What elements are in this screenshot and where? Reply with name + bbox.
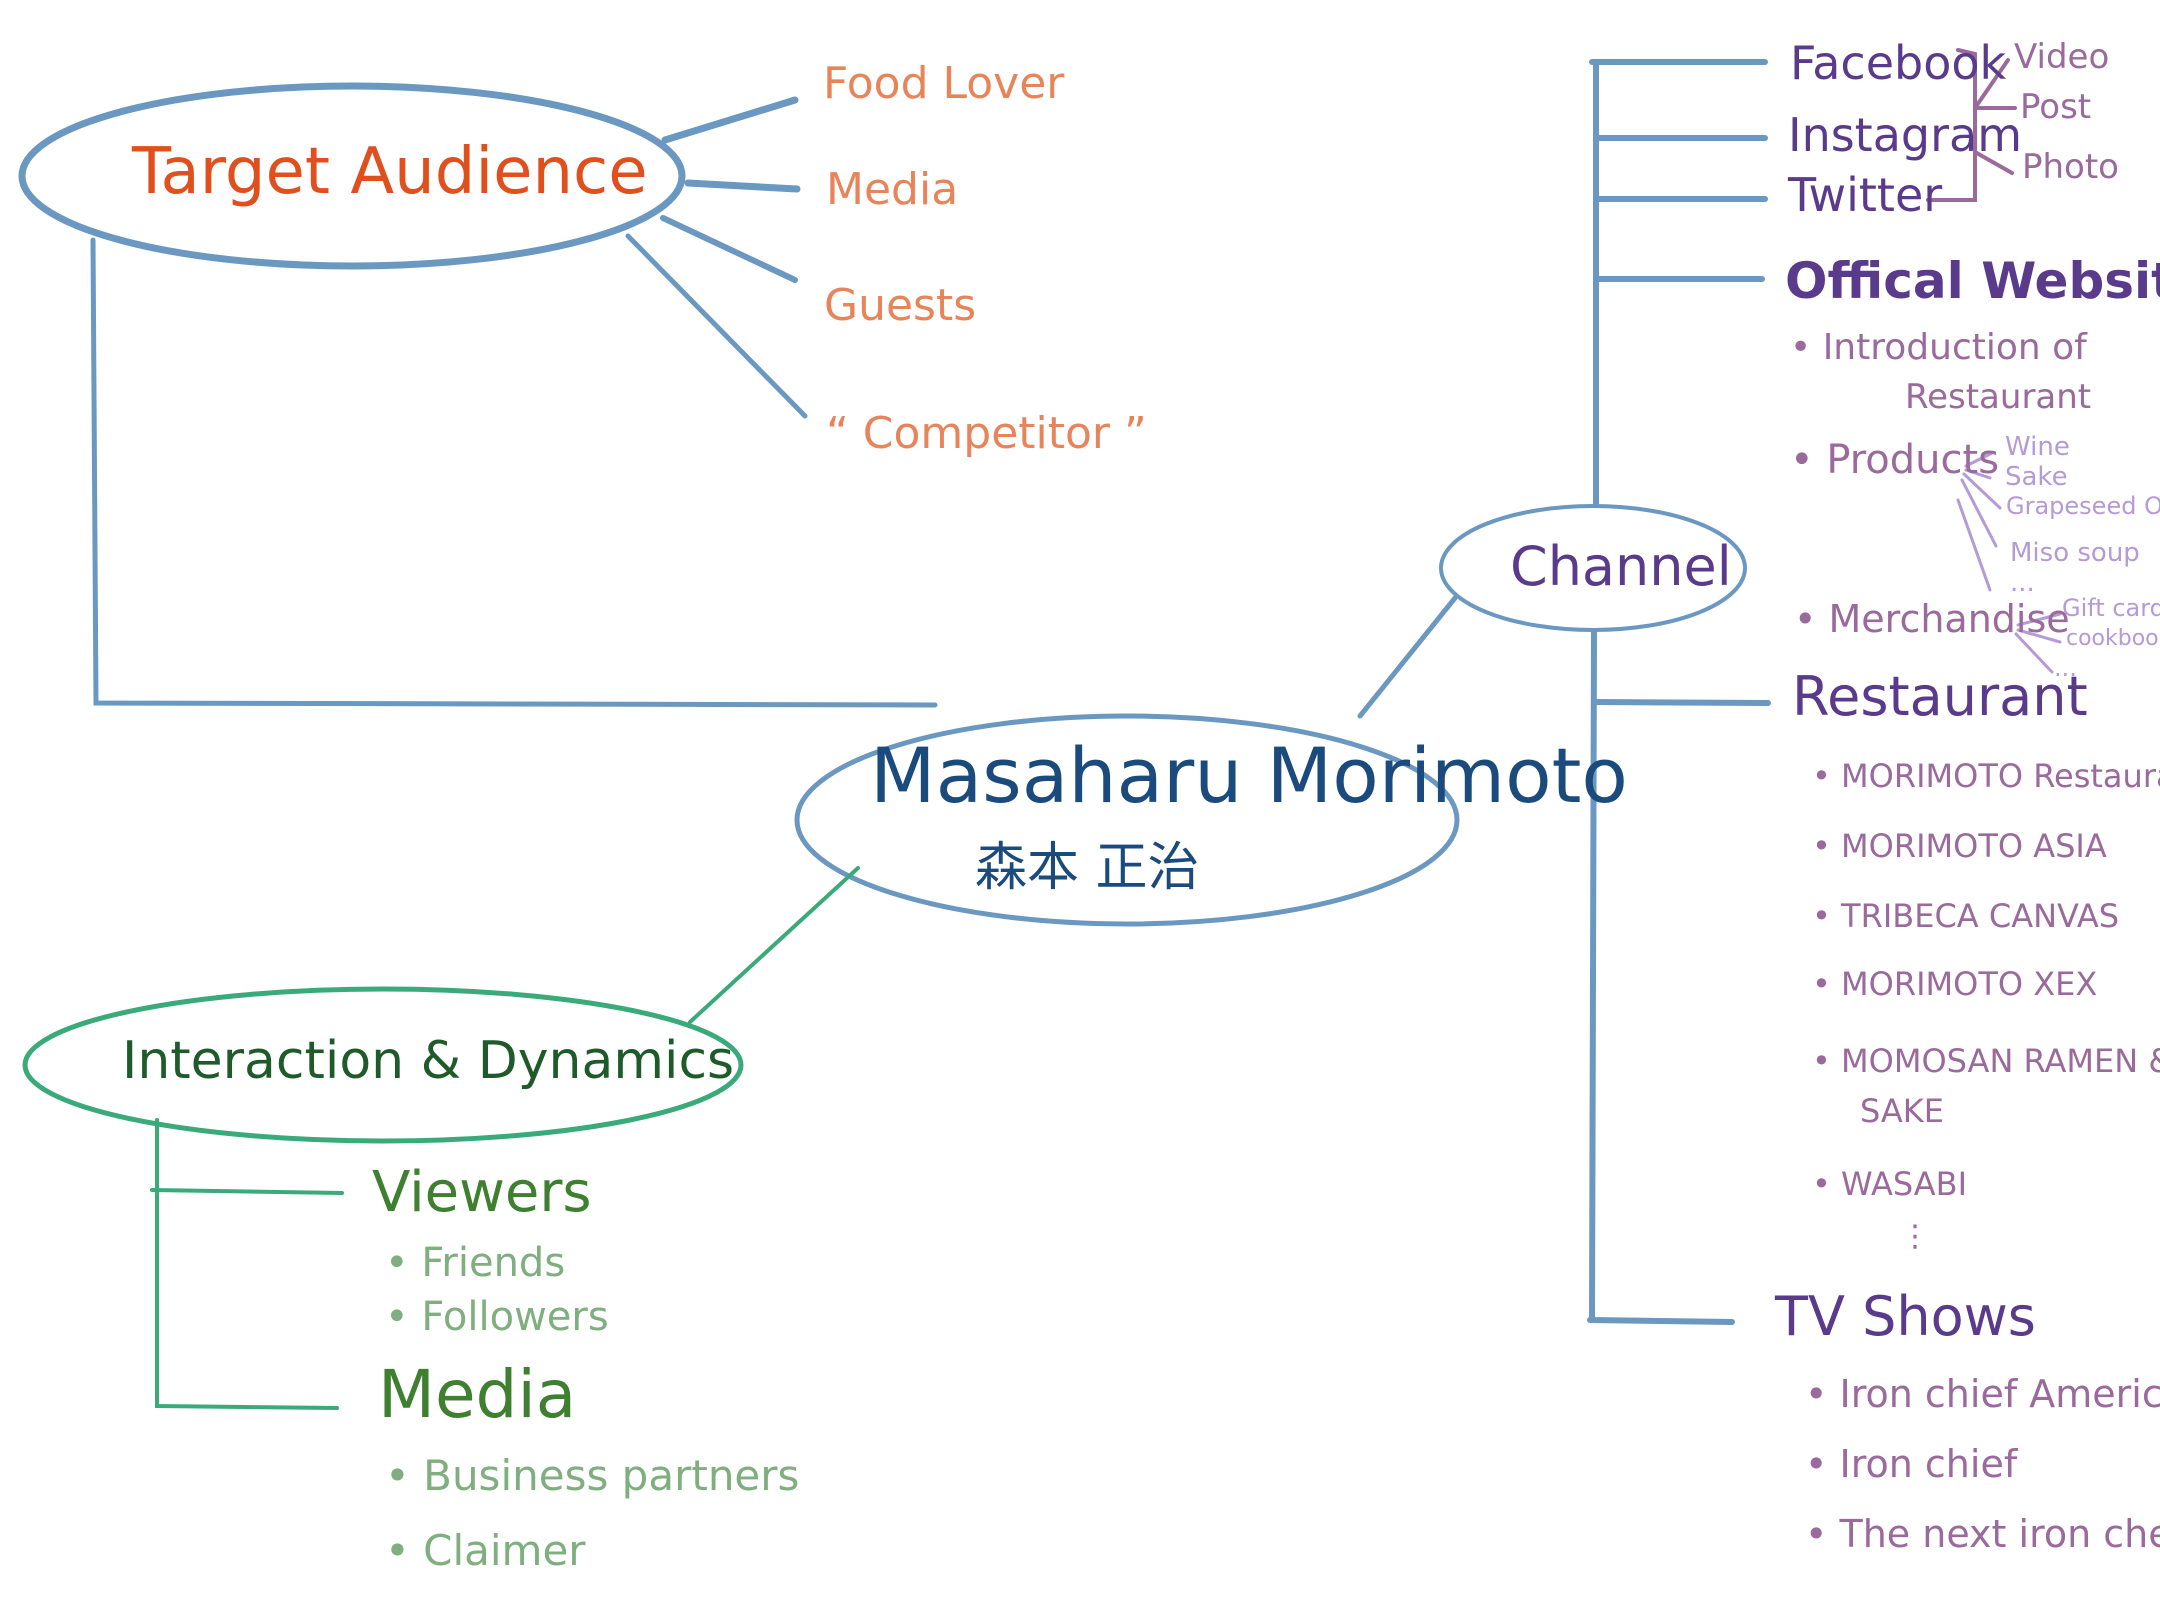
interaction-title: Interaction & Dynamics [122,1031,735,1091]
center-node-outline [794,713,1460,927]
merch-more: ... [2054,654,2077,682]
restaurant-title: Restaurant [1792,665,2088,728]
content-photo: Photo [2022,147,2119,187]
social-twitter: Twitter [1788,168,1943,222]
viewer-item: Followers [385,1297,608,1337]
website-item-merchandise: Merchandise [1794,600,2070,638]
official-website-title: Offical Website [1785,252,2160,310]
merch-cookbooks: cookbooks [2066,626,2160,651]
media-item: Claimer [385,1530,585,1572]
branch-viewers [150,1188,344,1195]
branch-tv-shows [1587,1317,1735,1325]
restaurant-item: MORIMOTO ASIA [1812,830,2107,862]
branch-restaurant [1591,699,1771,706]
spoke-competitor [625,233,808,419]
center-name-english: Masaharu Morimoto [870,731,1628,820]
social-instagram: Instagram [1788,108,2023,162]
interaction-node-outline [22,986,744,1144]
channel-trunk-lower [1589,629,1597,1323]
content-video: Video [2014,37,2110,77]
restaurant-item: MORIMOTO XEX [1812,968,2097,1000]
center-to-interaction-connector [688,866,860,1024]
center-to-channel-connector [1357,595,1458,719]
bracket-to-photo [1973,150,2014,175]
fan-miso [1960,478,1998,548]
website-item-introduction-line2: Restaurant [1905,377,2092,417]
media-title: Media [378,1356,577,1433]
tv-show-item: The next iron chef [1805,1515,2160,1553]
restaurant-item-continuation: SAKE [1860,1092,1944,1130]
product-more: ... [2010,568,2035,598]
website-item-introduction: Introduction of [1790,330,2087,366]
target-audience-item: Food Lover [823,58,1065,109]
tv-show-item: Iron chief America [1805,1375,2160,1413]
social-bracket [1926,48,1977,202]
restaurant-item: MOMOSAN RAMEN & [1812,1045,2160,1077]
product-sake: Sake [2005,462,2068,492]
target-audience-title: Target Audience [132,135,648,209]
restaurant-item: MORIMOTO Restaurant [1812,760,2160,792]
target-audience-node-outline [18,82,686,270]
viewers-title: Viewers [372,1160,592,1225]
tv-shows-title: TV Shows [1775,1285,2036,1348]
social-facebook: Facebook [1790,36,2007,90]
spoke-food-lover [661,96,799,144]
restaurant-more: ⋮ [1900,1219,1930,1254]
bracket-to-video [1973,58,2010,110]
spoke-guests [660,215,798,283]
restaurant-item: TRIBECA CANVAS [1812,900,2119,932]
product-wine: Wine [2005,432,2070,462]
target-audience-item: Guests [824,280,977,331]
website-item-products: Products [1790,440,1999,480]
product-miso-soup: Miso soup [2010,538,2140,568]
interaction-trunk [155,1118,339,1410]
content-post: Post [2020,87,2092,127]
product-grapeseed-oils: Grapeseed Oils [2006,492,2160,520]
center-name-japanese: 森本 正治 [975,838,1200,898]
channel-title: Channel [1510,535,1732,598]
merch-gift-cards: Gift cards [2062,594,2160,622]
target-audience-item: “ Competitor ” [826,408,1147,459]
viewer-item: Friends [385,1243,565,1283]
spoke-media [684,179,801,193]
restaurant-item: WASABI [1812,1168,1967,1200]
fan-more [1956,498,1992,592]
target-audience-item: Media [826,164,959,215]
media-item: Business partners [385,1455,799,1497]
tv-show-item: Iron chief [1805,1445,2018,1483]
ta-to-center-connector [90,237,938,708]
